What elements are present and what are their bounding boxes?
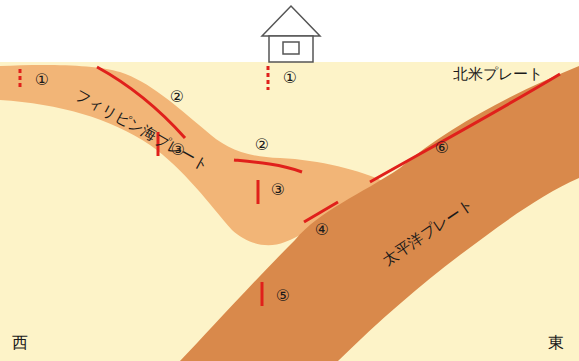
callout-number: ② bbox=[255, 137, 269, 153]
direction-label: 西 bbox=[12, 335, 28, 351]
callout-number: ⑤ bbox=[276, 288, 290, 304]
north-american-plate bbox=[0, 62, 579, 361]
fault-lines bbox=[20, 66, 560, 306]
callout-number: ④ bbox=[315, 222, 329, 238]
direction-label: 東 bbox=[548, 335, 564, 351]
plate-name: 北米プレート bbox=[453, 67, 543, 82]
house-symbol bbox=[262, 6, 320, 62]
callout-number: ① bbox=[283, 70, 297, 86]
callout-number: ② bbox=[170, 89, 184, 105]
callout-number: ① bbox=[35, 72, 49, 88]
callout-number: ⑥ bbox=[435, 140, 449, 156]
pacific-plate bbox=[180, 66, 579, 361]
callout-number: ③ bbox=[271, 182, 285, 198]
